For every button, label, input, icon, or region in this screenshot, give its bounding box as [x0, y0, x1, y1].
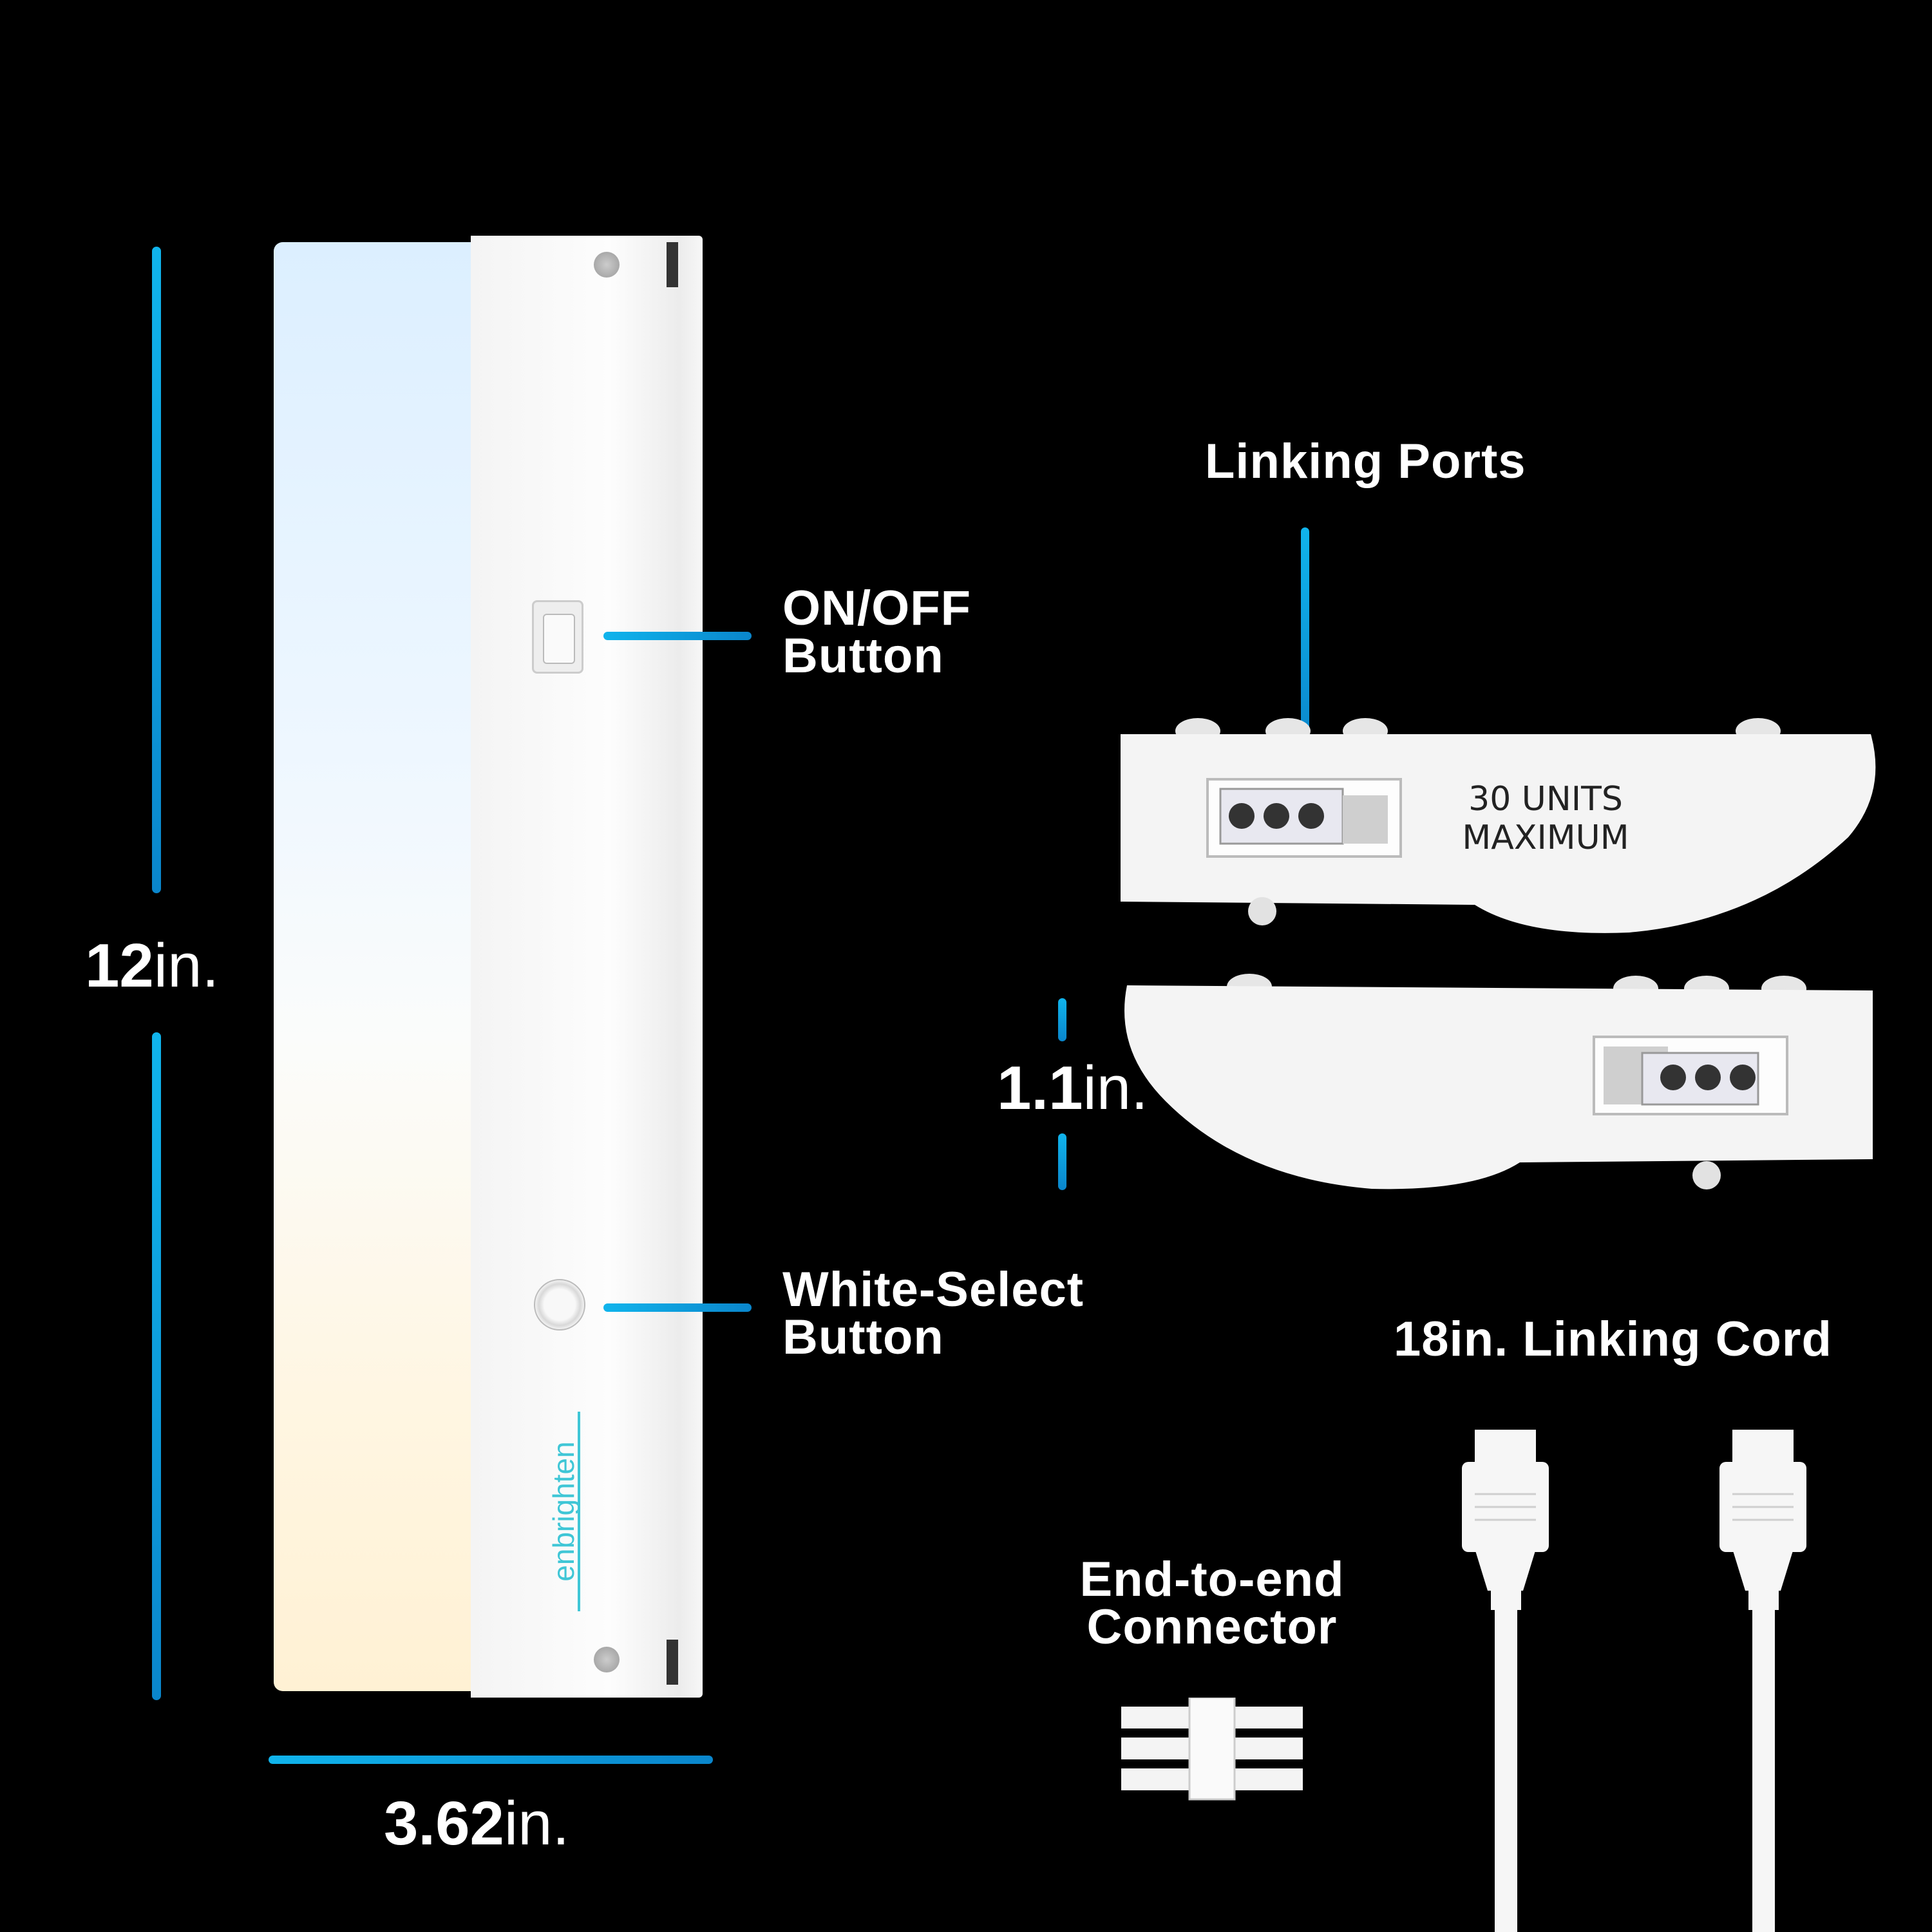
white-select-button[interactable]	[534, 1279, 585, 1331]
depth-line-top	[1058, 998, 1066, 1041]
on-off-callout-line	[603, 632, 752, 640]
brand-text: enbrighten	[547, 1441, 580, 1582]
height-unit: in.	[153, 931, 220, 1000]
mount-clip-bottom	[667, 1640, 678, 1685]
linking-ports-callout-line	[1301, 527, 1309, 753]
end-to-end-connector-image	[1121, 1698, 1303, 1801]
depth-dimension: 1.1in.	[997, 1057, 1148, 1119]
mount-clip-top	[667, 242, 678, 287]
end-cap-bottom	[1124, 974, 1873, 1189]
light-body	[471, 236, 703, 1698]
on-off-switch[interactable]	[532, 600, 583, 674]
linking-ports-label: Linking Ports	[1205, 434, 1526, 489]
depth-unit: in.	[1083, 1054, 1148, 1122]
end-cap-top: 30 UNITS MAXIMUM	[1121, 718, 1876, 933]
width-dimension: 3.62in.	[384, 1793, 569, 1855]
linking-cord-image	[1462, 1430, 1806, 1932]
endcap-text-line1: 30 UNITS	[1468, 780, 1623, 819]
endcap-text-line2: MAXIMUM	[1462, 819, 1629, 857]
brand-logo: enbrighten	[544, 1412, 583, 1611]
width-line	[269, 1756, 713, 1764]
screw-icon	[594, 252, 620, 278]
width-value: 3.62	[384, 1789, 504, 1858]
width-unit: in.	[504, 1789, 570, 1858]
light-bar: enbrighten	[274, 236, 705, 1698]
screw-icon	[594, 1647, 620, 1672]
linking-cord-label: 18in. Linking Cord	[1394, 1312, 1832, 1367]
light-lens	[274, 242, 471, 1691]
height-value: 12	[85, 931, 154, 1000]
depth-value: 1.1	[997, 1054, 1083, 1122]
white-select-callout-line	[603, 1303, 752, 1312]
depth-line-bottom	[1058, 1133, 1066, 1190]
height-dimension: 12in.	[85, 935, 219, 997]
height-line-bottom	[152, 1032, 161, 1700]
height-line-top	[152, 247, 161, 893]
